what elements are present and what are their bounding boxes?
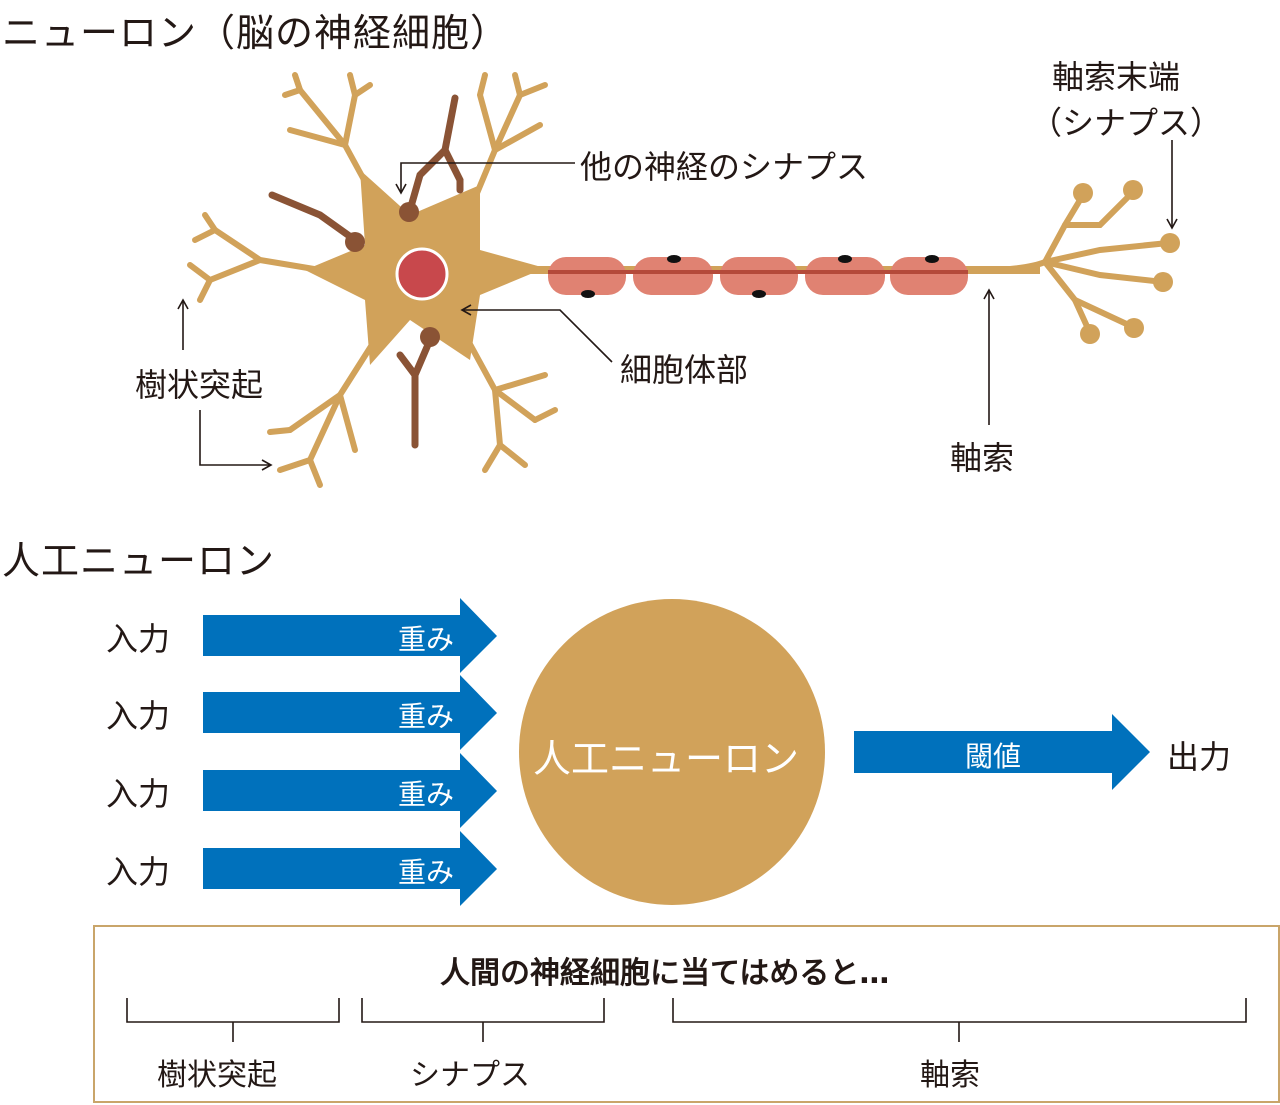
input-arrow-3 xyxy=(203,753,497,828)
mapping-item-synapse: シナプス xyxy=(410,1058,530,1093)
input-label-4: 入力 xyxy=(106,853,171,891)
myelin-sheaths xyxy=(548,257,968,295)
axon-terminal-label-line1: 軸索末端 xyxy=(1052,58,1181,96)
mapping-box xyxy=(93,925,1280,1103)
artificial-neuron-circle xyxy=(519,599,825,905)
axon-terminal-branches xyxy=(997,189,1171,336)
leader-lines xyxy=(177,140,1178,471)
artificial-neuron-title: 人工ニューロン xyxy=(2,539,276,583)
bracket-synapse xyxy=(361,998,605,1042)
weight-label-3: 重み xyxy=(398,778,455,811)
nucleus xyxy=(395,247,449,301)
output-label: 出力 xyxy=(1167,738,1232,776)
bracket-dendrite xyxy=(126,998,340,1042)
input-arrows xyxy=(203,598,497,906)
cell-body-label: 細胞体部 xyxy=(620,351,749,389)
myelin-nuclei xyxy=(581,255,939,298)
dendrites xyxy=(187,72,558,488)
input-arrow-4 xyxy=(203,831,497,906)
input-label-1: 入力 xyxy=(106,620,171,658)
dendrite-label: 樹状突起 xyxy=(135,366,264,404)
mapping-heading: 人間の神経細胞に当てはめると… xyxy=(440,956,890,991)
other-synapse-label: 他の神経のシナプス xyxy=(580,148,869,186)
input-label-3: 入力 xyxy=(106,775,171,813)
mapping-item-dendrite: 樹状突起 xyxy=(157,1058,277,1093)
axon-terminal-knobs xyxy=(1073,180,1180,344)
weight-label-2: 重み xyxy=(398,700,455,733)
threshold-label: 閾値 xyxy=(965,740,1022,773)
neuron-title: ニューロン（脳の神経細胞） xyxy=(2,11,510,55)
weight-label-1: 重み xyxy=(398,623,455,656)
output-arrow xyxy=(854,714,1150,790)
input-arrow-2 xyxy=(203,675,497,750)
axon-label: 軸索 xyxy=(950,439,1015,477)
weight-label-4: 重み xyxy=(398,856,455,889)
artificial-neuron-label: 人工ニューロン xyxy=(533,737,800,781)
axon-terminal-label-line2: （シナプス） xyxy=(1030,104,1223,142)
input-arrow-1 xyxy=(203,598,497,673)
synapse-knobs xyxy=(345,202,440,347)
bracket-axon xyxy=(672,998,1247,1042)
mapping-item-axon: 軸索 xyxy=(920,1058,980,1093)
input-label-2: 入力 xyxy=(106,697,171,735)
